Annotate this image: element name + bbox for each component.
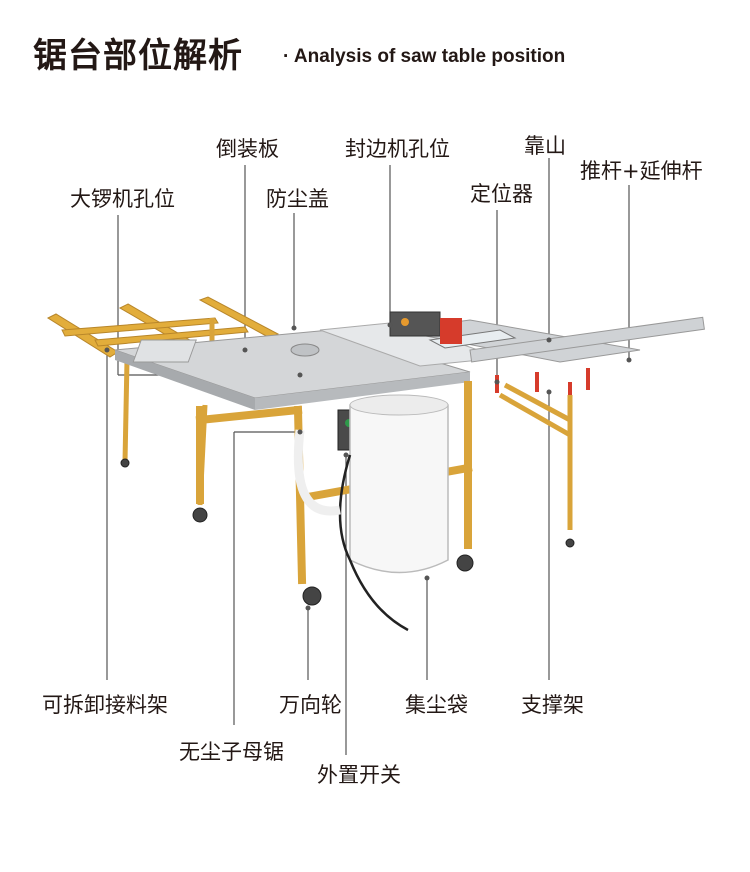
dust-bag-shape bbox=[349, 394, 449, 574]
label-caster: 万向轮 bbox=[279, 693, 342, 717]
table-top bbox=[114, 321, 501, 410]
label-scoring-saw: 无尘子母锯 bbox=[179, 740, 284, 764]
page-title: 锯台部位解析 bbox=[33, 36, 243, 76]
label-edge-bander-hole: 封边机孔位 bbox=[345, 137, 450, 161]
support-legs bbox=[498, 382, 573, 530]
label-positioner: 定位器 bbox=[470, 182, 533, 206]
casters bbox=[120, 458, 575, 606]
leader-dots bbox=[104, 322, 632, 611]
label-support-frame: 支撑架 bbox=[521, 693, 584, 717]
label-external-switch: 外置开关 bbox=[317, 763, 401, 787]
label-router-hole: 大锣机孔位 bbox=[70, 187, 175, 211]
label-push-rod: 推杆+延伸杆 bbox=[580, 159, 703, 183]
page-subtitle: · Analysis of saw table position bbox=[283, 46, 566, 67]
dust-hose bbox=[293, 429, 341, 516]
label-fence: 靠山 bbox=[524, 134, 566, 158]
removable-rack-shape bbox=[46, 296, 280, 358]
label-removable-rack: 可拆卸接料架 bbox=[42, 693, 168, 717]
power-cord bbox=[338, 454, 409, 632]
label-flip-board: 倒装板 bbox=[216, 137, 279, 161]
label-dust-bag: 集尘袋 bbox=[405, 693, 468, 717]
label-dust-cover: 防尘盖 bbox=[266, 187, 329, 211]
edge-bander-unit bbox=[389, 311, 462, 344]
